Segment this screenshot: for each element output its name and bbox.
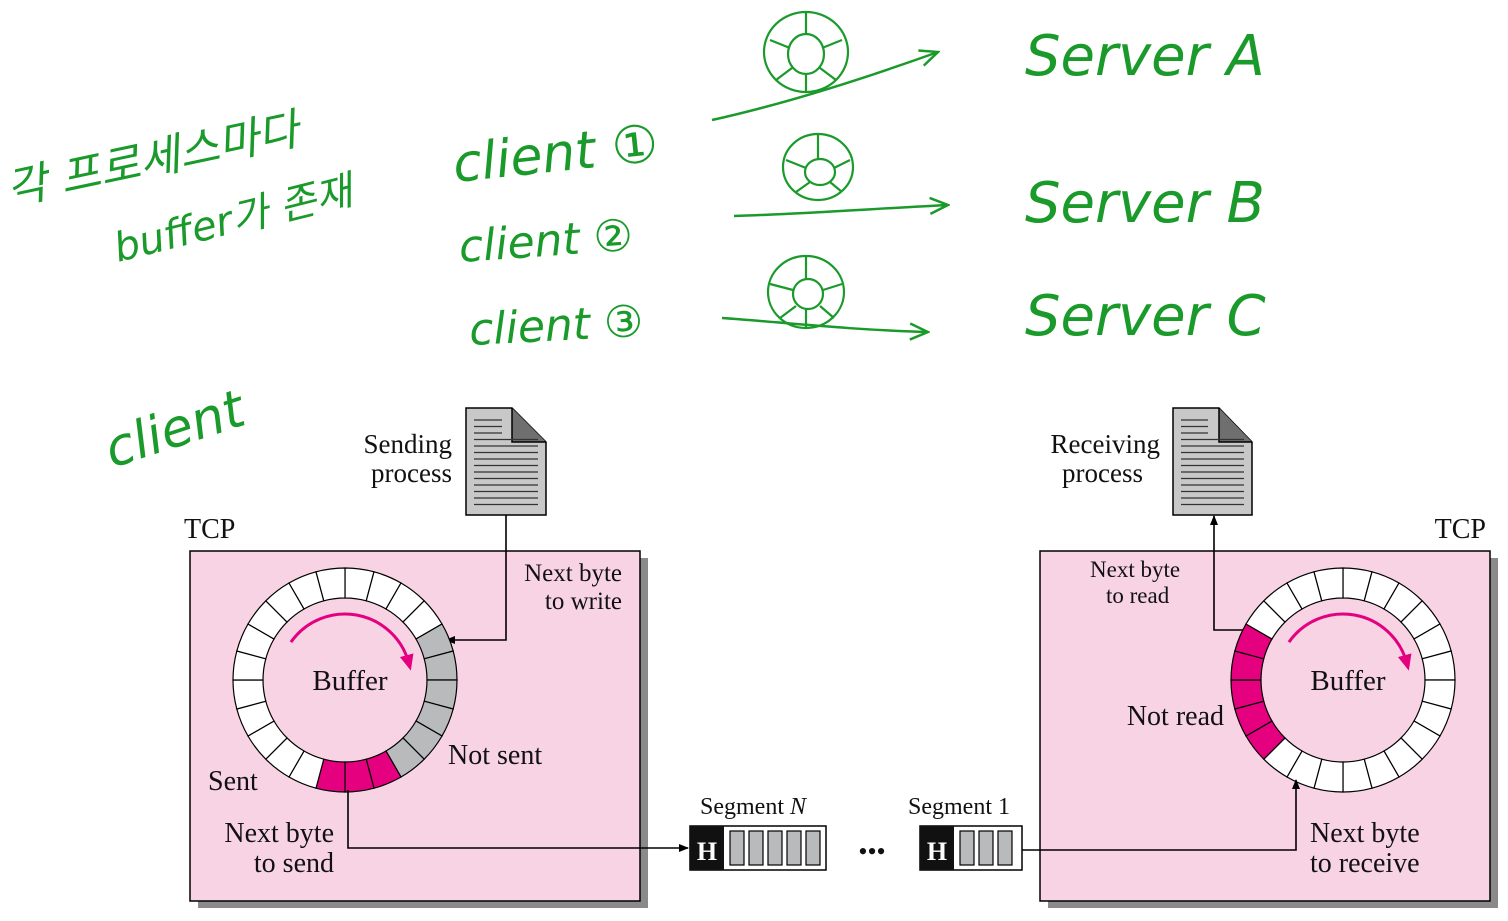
read-pointer-arrow (1210, 515, 1246, 631)
segment-data-byte (786, 830, 802, 866)
next-byte-to-send-line2: to send (254, 848, 334, 879)
sender-tcp-label: TCP (184, 514, 235, 545)
client-note-label: client (97, 379, 253, 481)
server-a-label: Server A (1025, 24, 1265, 89)
receiving-process-document-icon (1172, 407, 1253, 516)
segment-n-variable: N (789, 794, 808, 820)
segment-data-byte (748, 830, 764, 866)
segment-data-byte (729, 830, 745, 866)
sending-process-label-line2: process (371, 458, 452, 488)
sender-circular-buffer (232, 567, 458, 793)
write-pointer-arrow (445, 515, 507, 644)
sender-buffer-label: Buffer (312, 665, 388, 697)
receiver-tcp-label: TCP (1435, 514, 1486, 545)
receiver-buffer-label: Buffer (1310, 665, 1386, 697)
segment-n-header (690, 826, 724, 870)
handwritten-notes: 각 프로세스마다 buffer가 존재 client ① client ② cl… (2, 10, 1266, 481)
sender-rotation-arrow (289, 612, 414, 671)
receiver-buffer-cell (1313, 567, 1344, 602)
segment-n-prefix: Segment (700, 794, 790, 820)
receiving-process-label-line1: Receiving (1051, 429, 1160, 459)
segment-data-byte (997, 830, 1013, 866)
sending-process-document-icon (465, 407, 547, 516)
arrow-client3-server-c (721, 316, 928, 332)
doodle-buffer-1-icon (762, 10, 850, 94)
segments: Segment N H ••• Segment 1 H (689, 794, 1023, 871)
segment-1-header (920, 826, 954, 870)
next-byte-to-write-line1: Next byte (524, 560, 622, 587)
segment-data-byte (805, 830, 821, 866)
server-b-label: Server B (1025, 171, 1265, 236)
not-sent-label: Not sent (448, 740, 542, 771)
server-c-label: Server C (1025, 284, 1266, 349)
next-byte-to-write-line2: to write (545, 588, 622, 615)
sender-buffer-cell (315, 567, 346, 602)
next-byte-to-read-line1: Next byte (1090, 557, 1180, 582)
send-pointer-arrow (347, 790, 689, 852)
next-byte-to-send-line1: Next byte (224, 818, 334, 849)
next-byte-to-receive-line1: Next byte (1310, 818, 1420, 849)
not-read-label: Not read (1127, 701, 1224, 732)
next-byte-to-read-line2: to read (1106, 583, 1170, 608)
receive-pointer-arrow (1022, 779, 1300, 851)
arrow-client1-server-a (711, 52, 938, 122)
doodle-buffer-2-icon (781, 132, 855, 202)
sent-label: Sent (208, 766, 258, 797)
doodle-buffer-3-icon (766, 254, 846, 330)
segment-1-header-letter: H (927, 837, 947, 866)
receiving-process-label-line2: process (1062, 458, 1143, 488)
segment-n-header-letter: H (697, 837, 717, 866)
client-1-label: client ① (450, 114, 661, 195)
client-2-label: client ② (457, 210, 634, 273)
segment-n: H (689, 825, 827, 871)
segments-ellipsis: ••• (858, 837, 885, 866)
arrow-client2-server-b (733, 205, 948, 218)
next-byte-to-receive-line2: to receive (1310, 848, 1420, 879)
receiver-side: TCP Receiving process Next byte to read … (1022, 407, 1498, 908)
segment-1-label: Segment 1 (908, 794, 1010, 820)
client-3-label: client ③ (468, 296, 645, 356)
segment-data-byte (978, 830, 994, 866)
receiver-rotation-arrow (1287, 612, 1412, 671)
segment-data-byte (959, 830, 975, 866)
receiver-circular-buffer (1230, 567, 1456, 793)
sender-side: TCP Sending process Next byte to write B… (184, 407, 689, 908)
sending-process-label-line1: Sending (363, 429, 452, 459)
segment-n-label: Segment N (700, 794, 808, 820)
segment-1: H (919, 825, 1023, 871)
segment-data-byte (767, 830, 783, 866)
